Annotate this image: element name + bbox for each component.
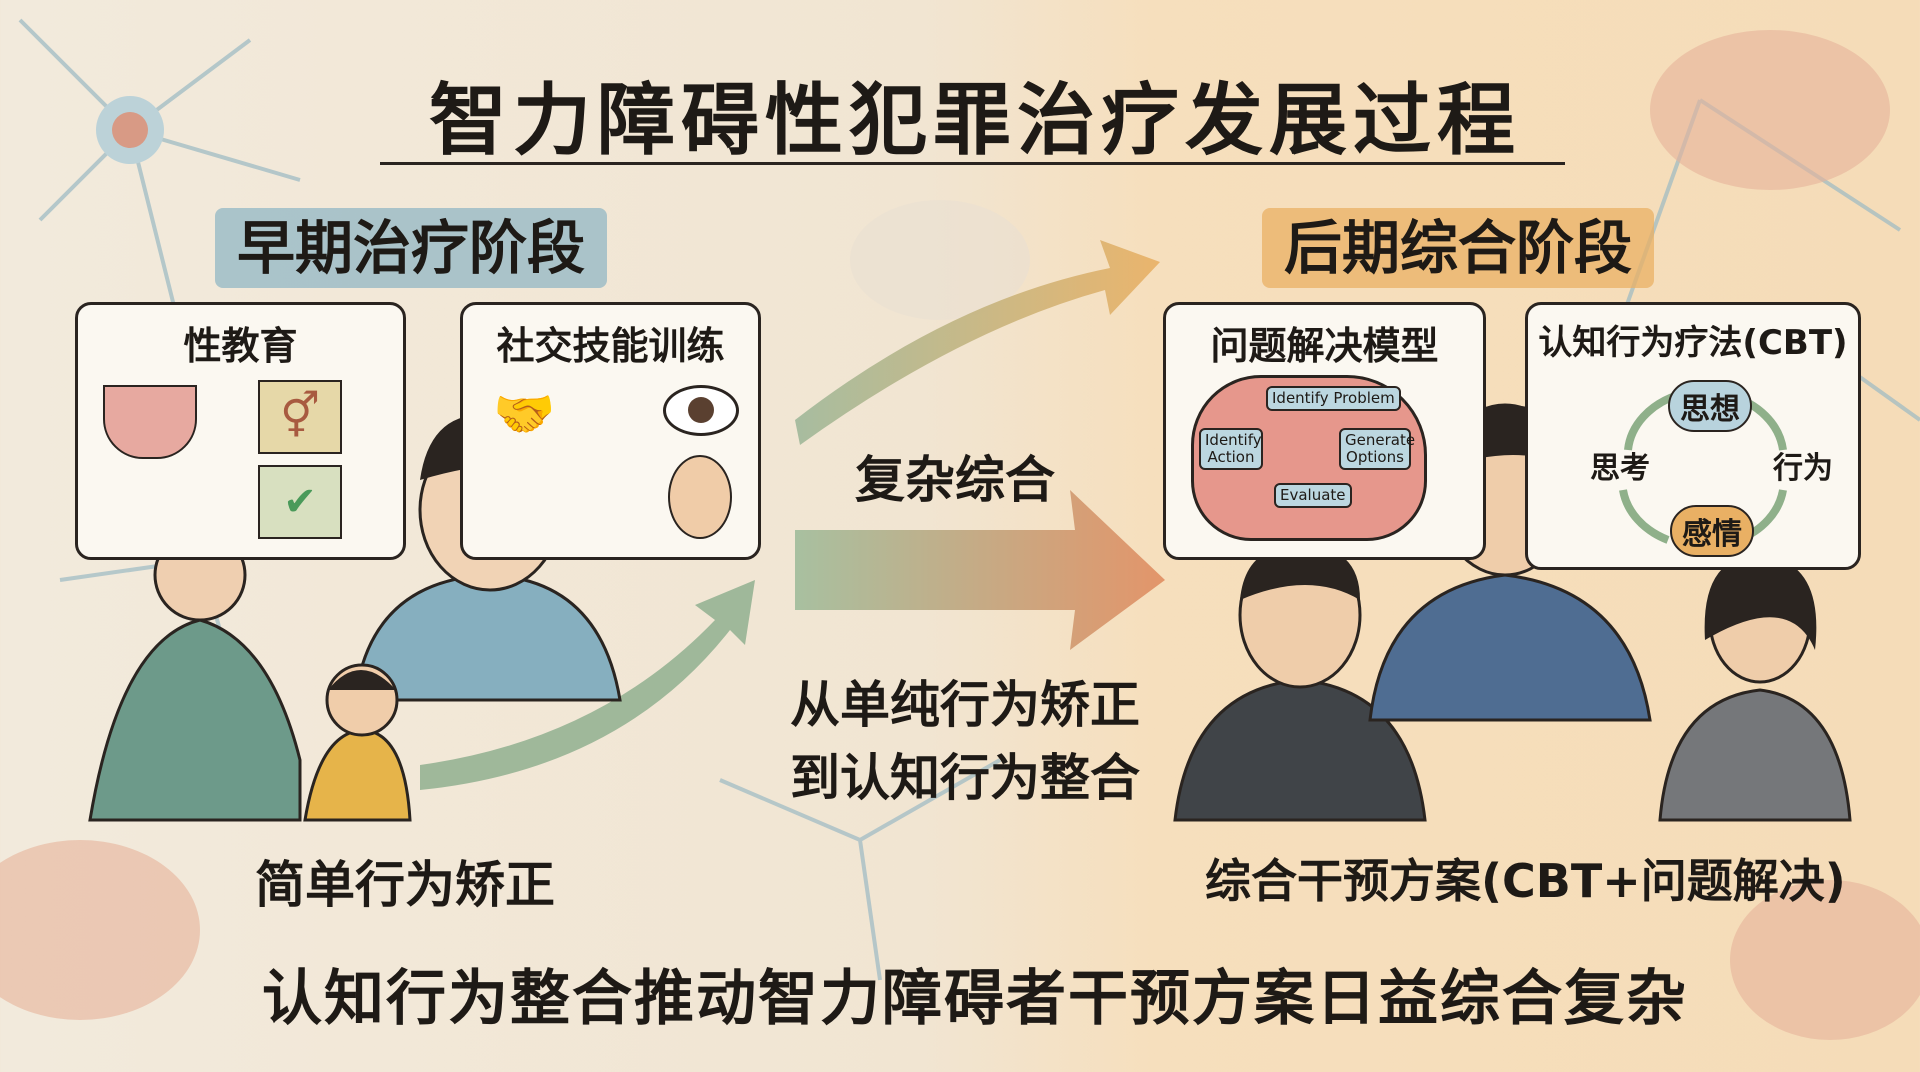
main-right-arrow (795, 490, 1165, 650)
step-generate-options: Generate Options (1339, 428, 1415, 470)
cbt-thought: 思想 (1668, 380, 1752, 432)
cbt-emotion: 感情 (1670, 505, 1754, 557)
panel-title: 社交技能训练 (496, 324, 725, 368)
panel-title: 认知行为疗法(CBT) (1538, 323, 1848, 363)
cbt-cycle-arrows (1619, 391, 1787, 544)
conclusion: 认知行为整合推动智力障碍者干预方案日益综合复杂 (262, 964, 1688, 1034)
eye-icon (663, 385, 739, 436)
therapist-man-left (1173, 541, 1427, 822)
checkmark-icon: ✔ (258, 465, 342, 539)
page-title: 智力障碍性犯罪治疗发展过程 (428, 76, 1521, 166)
teacher-figure (88, 528, 302, 822)
step-identify-problem: Identify Problem (1266, 386, 1401, 411)
therapist-woman (1658, 555, 1852, 822)
cbt-behavior: 行为 (1773, 451, 1833, 486)
anatomy-icon (103, 385, 197, 459)
panel-title: 性教育 (183, 324, 298, 368)
problem-solving-panel: 问题解决模型 Identify Problem Generate Options… (1163, 302, 1486, 560)
social-skills-panel: 社交技能训练 🤝 (460, 302, 761, 560)
upper-arrow (795, 240, 1160, 445)
lower-arrow (420, 580, 755, 790)
center-line-1: 从单纯行为矫正 (790, 676, 1140, 734)
late-stage-label: 后期综合阶段 (1262, 208, 1655, 288)
brain-diagram: Identify Problem Generate Options Evalua… (1191, 375, 1427, 541)
early-stage-label: 早期治疗阶段 (215, 208, 608, 288)
sex-education-panel: 性教育 ⚥ ✔ (75, 302, 406, 560)
cbt-panel: 认知行为疗法(CBT) 思想 行为 感情 思考 (1525, 302, 1861, 570)
gender-symbol-icon: ⚥ (258, 380, 342, 454)
step-identify-action: Identify Action (1199, 428, 1263, 470)
handshake-icon: 🤝 (493, 385, 556, 443)
left-caption: 简单行为矫正 (255, 856, 555, 914)
cbt-thinking: 思考 (1590, 451, 1650, 486)
step-evaluate: Evaluate (1274, 483, 1352, 508)
right-caption: 综合干预方案(CBT+问题解决) (1205, 854, 1846, 908)
panel-title: 问题解决模型 (1210, 324, 1439, 368)
center-label: 复杂综合 (855, 451, 1055, 509)
brain-icon (0, 30, 1920, 1040)
title-divider (380, 162, 1565, 165)
child-figure (303, 663, 412, 822)
center-line-2: 到认知行为整合 (790, 749, 1140, 807)
face-icon (668, 455, 732, 539)
